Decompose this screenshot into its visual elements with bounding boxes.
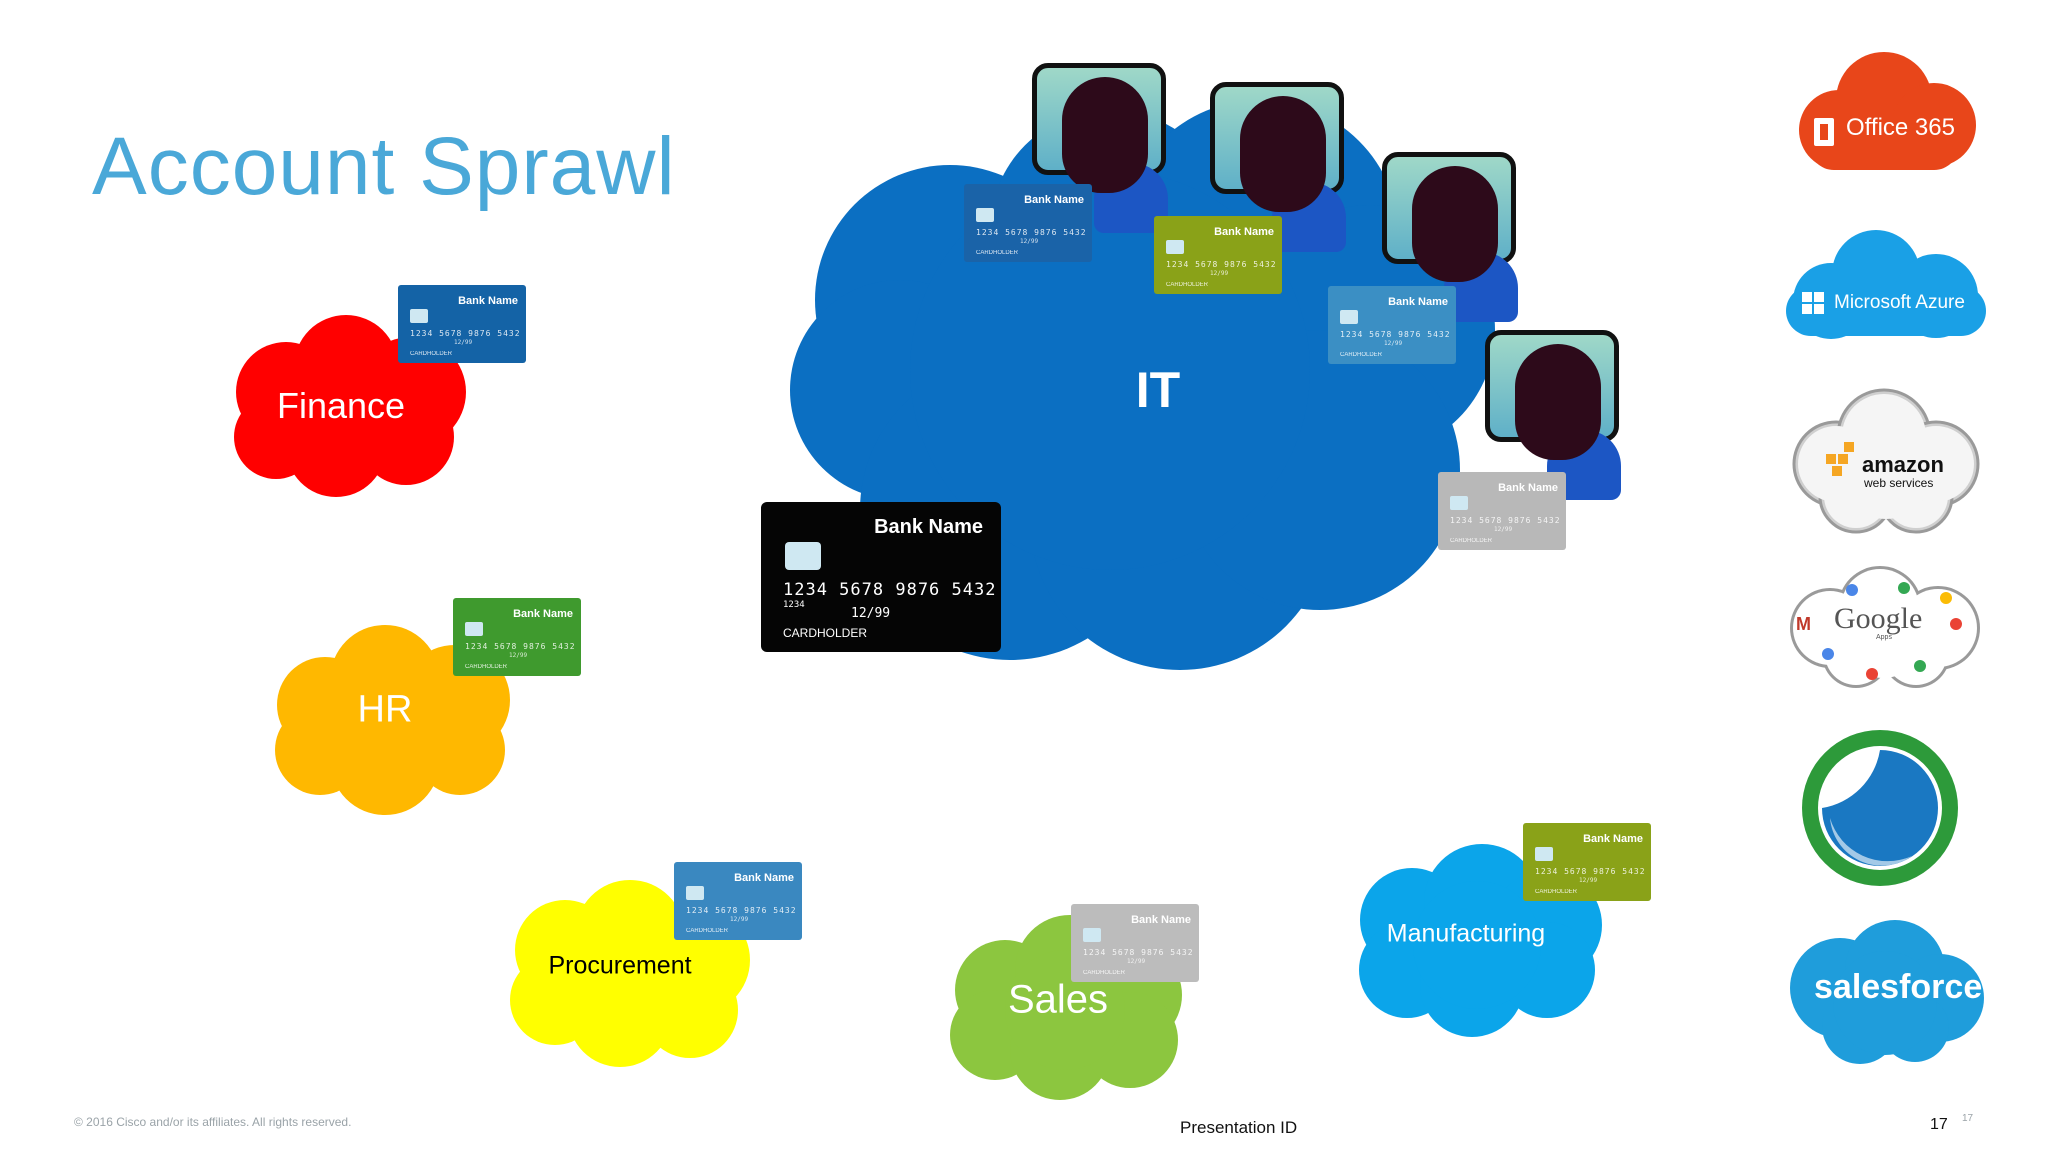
footer-presentation-id: Presentation ID [1180,1118,1298,1137]
it-admin-avatar [1210,82,1350,262]
page-number-small: 17 [1962,1113,1974,1124]
slide-title: Account Sprawl [92,121,676,212]
page-number: 17 [1930,1116,1948,1133]
aws-sublabel: web services [1864,476,1934,490]
salesforce-label: salesforce [1814,968,1983,1006]
it-admin-avatar [1382,152,1522,332]
microsoft-azure-logo: Microsoft Azure [1776,226,1996,346]
finance-label: Finance [276,385,406,426]
webex-logo [1800,728,1960,888]
finance-cloud [234,315,466,497]
office-365-logo: Office 365 [1784,50,1980,175]
azure-cloud-icon [1786,230,1986,339]
google-apps-logo: M Google Apps [1780,562,1986,688]
google-label: Google [1834,602,1923,635]
hr-cloud [275,625,510,815]
svg-text:M: M [1796,614,1811,634]
aws-cloud-icon [1792,388,1980,534]
procurement-cloud [510,880,750,1067]
aws-label: amazon [1862,452,1944,477]
salesforce-logo: salesforce [1780,918,1986,1064]
azure-label: Microsoft Azure [1834,292,1965,313]
sales-cloud [950,915,1182,1100]
manufacturing-cloud [1359,844,1602,1037]
footer-copyright: © 2016 Cisco and/or its affiliates. All … [74,1115,352,1129]
it-label: IT [1135,362,1181,418]
amazon-web-services-logo: amazon web services [1786,384,1982,536]
procurement-label: Procurement [548,951,692,980]
office-365-label: Office 365 [1846,114,1955,141]
it-admin-avatar [1032,63,1172,243]
credit-card-large: Bank Name 1234 5678 9876 5432 1234 12/99… [761,502,1001,652]
google-sublabel: Apps [1876,634,1892,641]
salesforce-cloud-icon [1790,920,1984,1064]
sales-label: Sales [1007,977,1109,1022]
hr-label: HR [357,688,413,731]
google-apps-cloud-icon: M [1790,566,1980,688]
manufacturing-label: Manufacturing [1386,919,1546,948]
office-365-cloud-icon [1799,52,1976,170]
